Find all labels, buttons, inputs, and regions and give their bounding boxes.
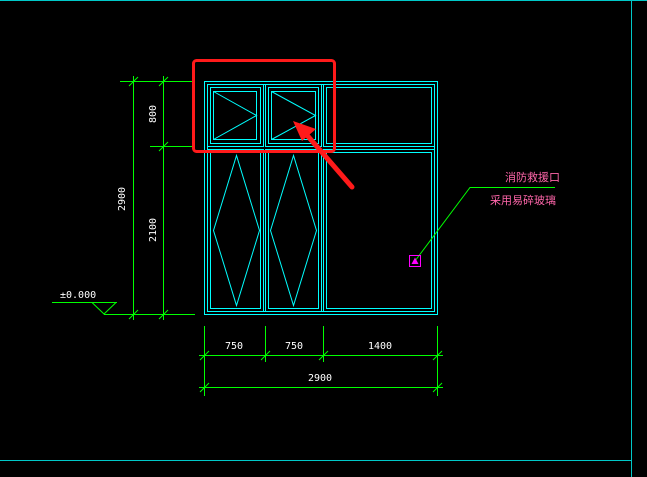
annotation-line-1: 消防救援口 xyxy=(505,170,560,184)
horizontal-3-label: 1400 xyxy=(368,341,392,352)
vertical-lower-label: 2100 xyxy=(148,218,159,242)
transom-panel-fixed[interactable] xyxy=(323,84,435,147)
horizontal-1-label: 750 xyxy=(225,341,243,352)
casement-panel-1[interactable] xyxy=(207,149,264,312)
highlight-box xyxy=(192,59,336,153)
vertical-upper-label: 800 xyxy=(148,105,159,123)
vertical-total-label: 2900 xyxy=(117,187,128,211)
transom-panel-2[interactable] xyxy=(265,84,322,147)
vertical-dimension[interactable] xyxy=(120,76,195,320)
horizontal-total-label: 2900 xyxy=(308,373,332,384)
transom-panel-1[interactable] xyxy=(207,84,264,147)
casement-panel-2[interactable] xyxy=(265,149,322,312)
elevation-label: ±0.000 xyxy=(60,290,96,301)
window-frame[interactable] xyxy=(204,81,438,315)
annotation-line-2: 采用易碎玻璃 xyxy=(490,193,556,207)
horizontal-dimension[interactable] xyxy=(199,326,443,396)
elevation-marker[interactable] xyxy=(52,302,120,315)
annotation-leader[interactable] xyxy=(414,187,555,262)
rescue-opening-marker-icon[interactable] xyxy=(409,255,421,267)
horizontal-2-label: 750 xyxy=(285,341,303,352)
fixed-glass-panel[interactable] xyxy=(323,149,435,312)
highlight-arrow-icon xyxy=(293,121,355,190)
